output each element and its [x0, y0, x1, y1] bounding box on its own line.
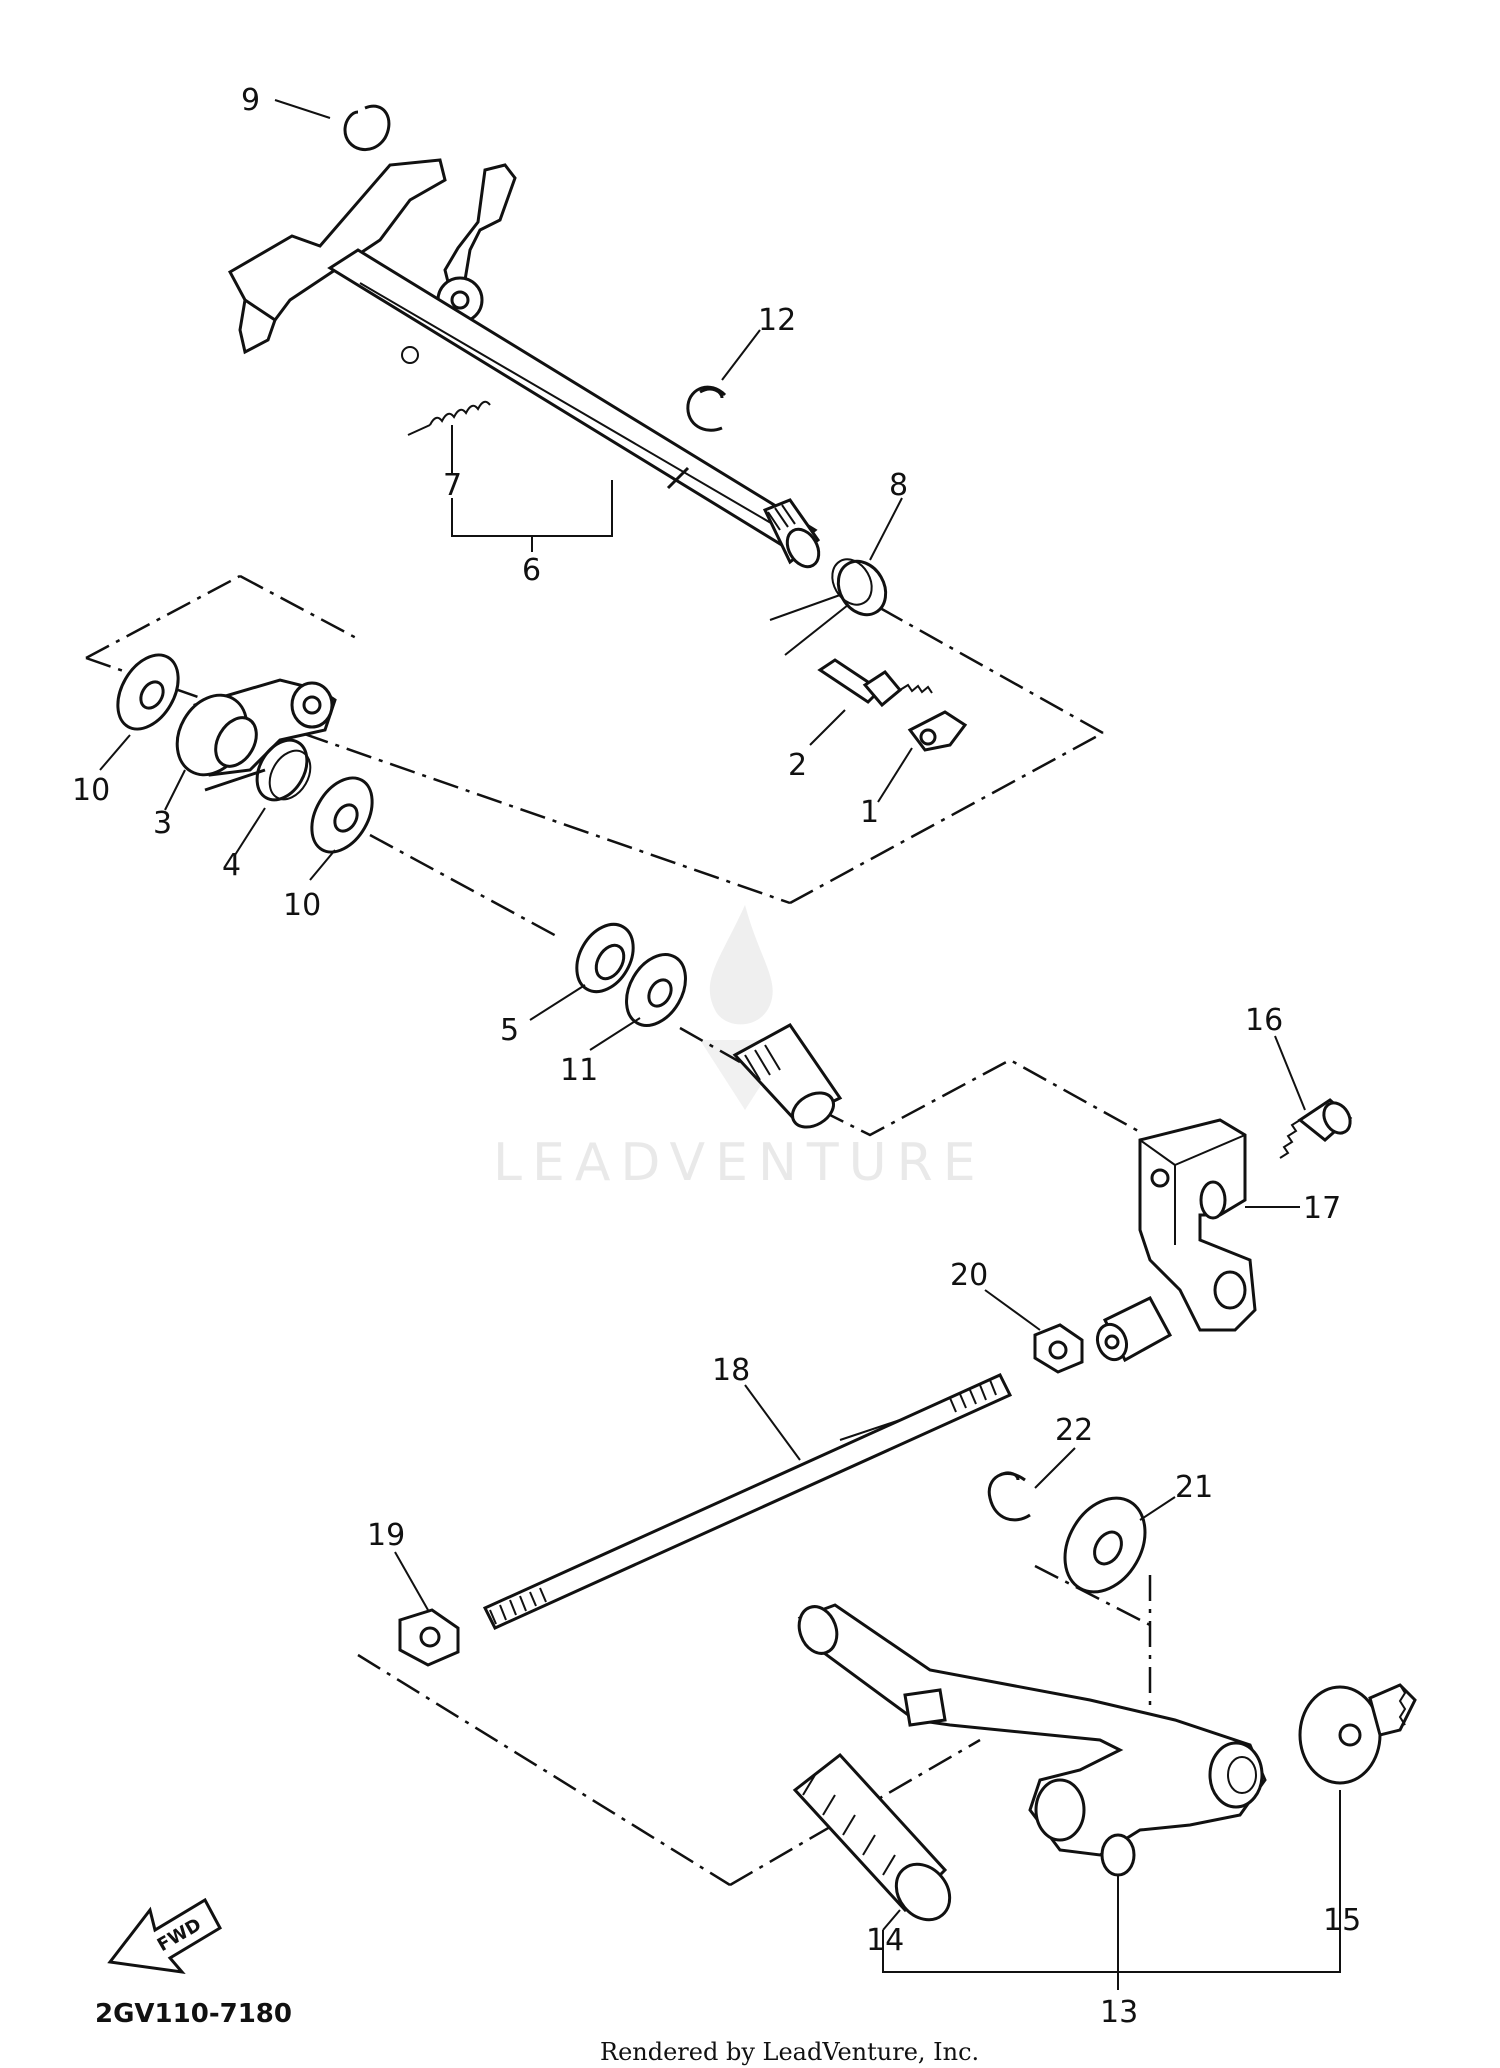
part-labels: 9 12 7 6 8 10 3 4 10 2 1 5 11 16 17 20 1…	[72, 83, 1361, 2030]
circlip-22	[987, 1471, 1031, 1522]
spring-4	[204, 738, 312, 802]
tie-rod-18	[482, 1373, 1013, 1630]
label-part-20: 20	[950, 1258, 988, 1293]
shift-shaft	[227, 158, 821, 569]
bolt-2	[817, 658, 933, 708]
label-part-17: 17	[1303, 1191, 1341, 1226]
fwd-arrow-icon: FWD	[107, 1897, 222, 1975]
leadventure-watermark: LEADVENTURE	[493, 905, 986, 1193]
circlip-12	[686, 385, 727, 432]
stopper-lever-3	[175, 678, 337, 777]
label-part-3: 3	[153, 806, 172, 841]
label-part-12: 12	[758, 303, 796, 338]
leader-lines	[99, 99, 1306, 1931]
label-part-19: 19	[367, 1518, 405, 1553]
circlip-9	[343, 104, 391, 151]
washer-10a	[116, 653, 180, 731]
rod-end-15	[1298, 1683, 1417, 1785]
spring-7	[401, 346, 491, 436]
washer-10b	[310, 776, 374, 854]
collar-1	[907, 710, 968, 752]
washer-21	[1063, 1496, 1147, 1594]
oil-seal-5	[575, 922, 635, 994]
label-part-6: 6	[522, 553, 541, 588]
nut-20	[1033, 1323, 1084, 1374]
label-part-5: 5	[500, 1013, 519, 1048]
label-part-1: 1	[860, 795, 879, 830]
bracket-13-14-15	[882, 1790, 1341, 1990]
bracket-6	[451, 480, 613, 552]
nut-19	[398, 1608, 460, 1667]
bolt-16	[1279, 1098, 1353, 1159]
pedal-rubber-14	[792, 1752, 952, 1922]
washer-11	[625, 953, 687, 1027]
label-part-14: 14	[866, 1923, 904, 1958]
footer-credit: Rendered by LeadVenture, Inc.	[600, 2038, 979, 2066]
label-part-4: 4	[222, 848, 241, 883]
label-part-7: 7	[443, 468, 462, 503]
label-part-2: 2	[788, 748, 807, 783]
watermark-text: LEADVENTURE	[493, 1133, 986, 1193]
label-part-13: 13	[1100, 1995, 1138, 2030]
upper-assembly-boundary	[85, 574, 1104, 905]
diagram-code: 2GV110-7180	[95, 1999, 292, 2029]
label-part-11: 11	[560, 1053, 598, 1088]
shift-pedal-13	[797, 1603, 1267, 1877]
label-part-8: 8	[889, 468, 908, 503]
label-part-9: 9	[241, 83, 260, 118]
shift-arm-17	[1095, 1118, 1257, 1363]
shaft-spline-end	[732, 1023, 843, 1129]
label-part-16: 16	[1245, 1003, 1283, 1038]
label-part-18: 18	[712, 1353, 750, 1388]
label-part-10-top: 10	[72, 773, 110, 808]
label-part-22: 22	[1055, 1413, 1093, 1448]
label-part-10-bottom: 10	[283, 888, 321, 923]
label-part-15: 15	[1323, 1903, 1361, 1938]
label-part-21: 21	[1175, 1470, 1213, 1505]
torsion-spring-8	[769, 558, 888, 656]
